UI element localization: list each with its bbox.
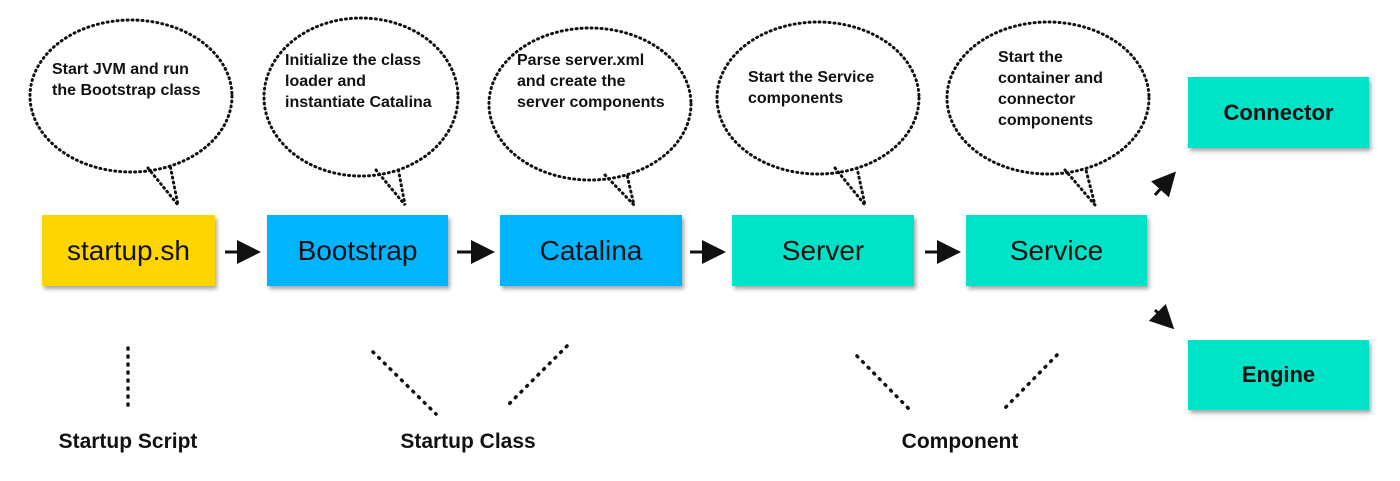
- bubble-service-outline: [715, 20, 921, 176]
- bubble-classloader: Initialize the class loader and instanti…: [285, 52, 432, 111]
- node-startup-sh-label: startup.sh: [67, 234, 190, 266]
- bubble-jvm-outline: [28, 18, 234, 174]
- bubble-jvm: Start JVM and run the Bootstrap class: [52, 61, 201, 99]
- bubble-container: Start the container and connector compon…: [998, 49, 1103, 129]
- node-server: Server: [732, 215, 914, 286]
- node-catalina-label: Catalina: [539, 234, 643, 266]
- node-catalina: Catalina: [500, 215, 682, 286]
- bubble-container-outline: [945, 20, 1151, 176]
- bubble-jvm-tail: [146, 163, 180, 206]
- group-label-component: Component: [901, 430, 1019, 453]
- bubble-classloader-tail: [374, 166, 407, 206]
- arrow-service-connector: [1151, 171, 1177, 198]
- node-bootstrap: Bootstrap: [267, 215, 448, 286]
- group-label-startup-class: Startup Class: [400, 430, 536, 453]
- bubble-classloader-outline: [262, 16, 460, 178]
- bubble-parse: Parse server.xml and create the server c…: [517, 52, 665, 111]
- node-connector: Connector: [1188, 77, 1369, 148]
- bubble-parse-tail: [603, 173, 637, 210]
- group-line-component-left: [855, 354, 912, 412]
- bubble-parse-outline: [487, 26, 693, 182]
- bubble-outlines: [28, 16, 1151, 210]
- bubble-container-tail: [1063, 168, 1097, 206]
- arrows: [225, 171, 1177, 330]
- node-bootstrap-label: Bootstrap: [297, 234, 418, 266]
- group-line-class-left: [371, 350, 438, 416]
- group-lines: [126, 344, 1059, 416]
- node-startup-sh: startup.sh: [42, 215, 215, 286]
- bubble-service-tail: [833, 166, 867, 206]
- node-service: Service: [966, 215, 1147, 286]
- node-engine-label: Engine: [1241, 362, 1316, 387]
- arrow-service-engine: [1148, 303, 1175, 330]
- group-line-component-right: [1003, 353, 1059, 410]
- node-connector-label: Connector: [1223, 99, 1334, 125]
- group-label-startup-script: Startup Script: [58, 430, 198, 453]
- node-server-label: Server: [781, 234, 865, 266]
- bubble-service: Start the Service components: [748, 69, 875, 107]
- node-service-label: Service: [1009, 234, 1104, 266]
- group-line-class-right: [503, 344, 569, 410]
- node-engine: Engine: [1188, 340, 1369, 410]
